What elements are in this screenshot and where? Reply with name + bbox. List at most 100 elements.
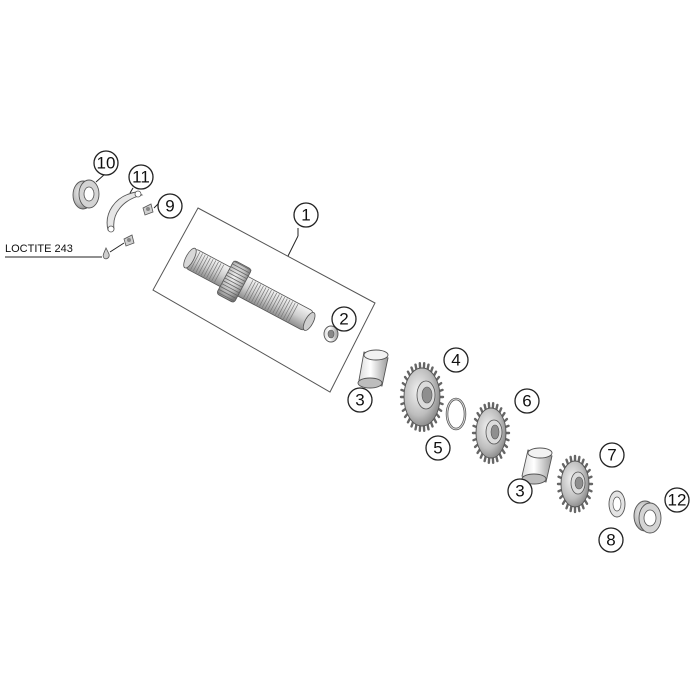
gear-tooth [410, 420, 415, 428]
shaft-spline [288, 304, 299, 322]
gear-tooth [403, 412, 409, 419]
callout-8-label: 8 [606, 531, 615, 550]
shaft-spline [200, 257, 211, 276]
main-shaft [183, 247, 316, 331]
callout-11: 11 [128, 164, 154, 190]
needle-bearing-2 [521, 447, 553, 485]
callout-8: 8 [598, 527, 624, 553]
gear-tooth [435, 375, 441, 382]
gear-tooth [406, 370, 412, 377]
gear-tooth [221, 283, 240, 294]
ball-bearing-left [72, 179, 100, 210]
gear-tooth [476, 448, 481, 455]
gear-tooth [587, 488, 593, 493]
ball-bearing-right [633, 500, 662, 534]
gear-tooth [406, 417, 412, 424]
gear-tooth [495, 403, 499, 411]
gear-tooth [227, 271, 246, 283]
gear-tooth [410, 366, 415, 374]
callout-3-second: 3 [507, 478, 533, 504]
shaft-spline [206, 260, 217, 279]
callout-12-label: 12 [668, 491, 687, 510]
gear-tooth [432, 417, 438, 424]
gear-tooth [479, 452, 484, 459]
gear-tooth [501, 448, 506, 455]
shaft-spline [253, 285, 264, 304]
shaft-assembly-frame [152, 207, 376, 393]
callout-11-label: 11 [132, 168, 150, 187]
loctite-note: LOCTITE 243 [5, 242, 125, 260]
gear-7 [556, 454, 594, 514]
gear-tooth [438, 401, 444, 406]
callout-7-label: 7 [607, 446, 616, 465]
gear-tooth [426, 423, 430, 431]
shaft-spline [267, 292, 278, 311]
callout-2-label: 2 [339, 310, 348, 329]
callout-5: 5 [425, 435, 451, 461]
shaft-spline [277, 298, 288, 317]
shaft-spline [275, 296, 286, 315]
callout-7: 7 [599, 442, 625, 468]
gear-tooth [437, 381, 443, 387]
gear-tooth [217, 291, 236, 302]
screw-lower [123, 234, 135, 247]
gear-tooth [577, 505, 581, 513]
callout-10: 10 [93, 150, 119, 176]
shaft-spline [264, 291, 275, 310]
gear-tooth [559, 494, 565, 500]
gear-tooth [226, 274, 245, 285]
gear-tooth [218, 288, 237, 299]
callout-4-label: 4 [451, 351, 460, 370]
gear-tooth [473, 417, 479, 423]
gear-tooth [561, 463, 567, 469]
gear-tooth [495, 455, 499, 463]
shaft-spline [259, 288, 270, 307]
shaft-spline [214, 264, 225, 283]
gear-tooth [400, 401, 406, 406]
callout-10-label: 10 [97, 154, 116, 173]
gear-tooth [561, 499, 567, 505]
gear-tooth [503, 417, 509, 423]
shaft-spline [203, 258, 214, 277]
gear-tooth [498, 407, 503, 414]
callout-12: 12 [664, 487, 690, 513]
gear-tooth [220, 286, 239, 297]
callout-6: 6 [514, 388, 540, 414]
shaft-spline [243, 280, 254, 299]
shaft-spline [261, 289, 272, 308]
gear-tooth [233, 260, 252, 271]
shaft-spline [256, 287, 267, 306]
callout-1-label: 1 [301, 206, 310, 225]
gear-tooth [403, 375, 409, 382]
gear-tooth [472, 424, 478, 429]
screw-upper [142, 203, 154, 216]
shaft-spline [195, 254, 206, 273]
shaft-spline [285, 302, 296, 321]
shaft-spline [208, 261, 219, 280]
callout-3b-label: 3 [515, 482, 524, 501]
gear-tooth [559, 468, 565, 474]
shaft-spline [282, 301, 293, 320]
gear-tooth [587, 475, 593, 480]
shaft-spline [251, 284, 262, 303]
circlip-ring [445, 397, 467, 431]
retaining-plate [106, 190, 144, 233]
gear-tooth [580, 458, 585, 466]
thrust-washer [608, 490, 626, 518]
callout-3a-label: 3 [355, 391, 364, 410]
shaft-spline [269, 294, 280, 313]
gear-tooth [585, 468, 591, 474]
gear-tooth [223, 280, 242, 291]
gear-4 [399, 361, 445, 433]
gear-tooth [504, 424, 510, 429]
shaft-spline [248, 282, 259, 301]
gear-tooth [580, 502, 585, 510]
gear-tooth [498, 452, 503, 459]
gear-tooth [501, 411, 506, 418]
gear-tooth [503, 443, 509, 449]
gear-tooth [401, 407, 407, 413]
gear-tooth [429, 420, 434, 428]
callout-6-label: 6 [522, 392, 531, 411]
gear-tooth [400, 388, 406, 393]
